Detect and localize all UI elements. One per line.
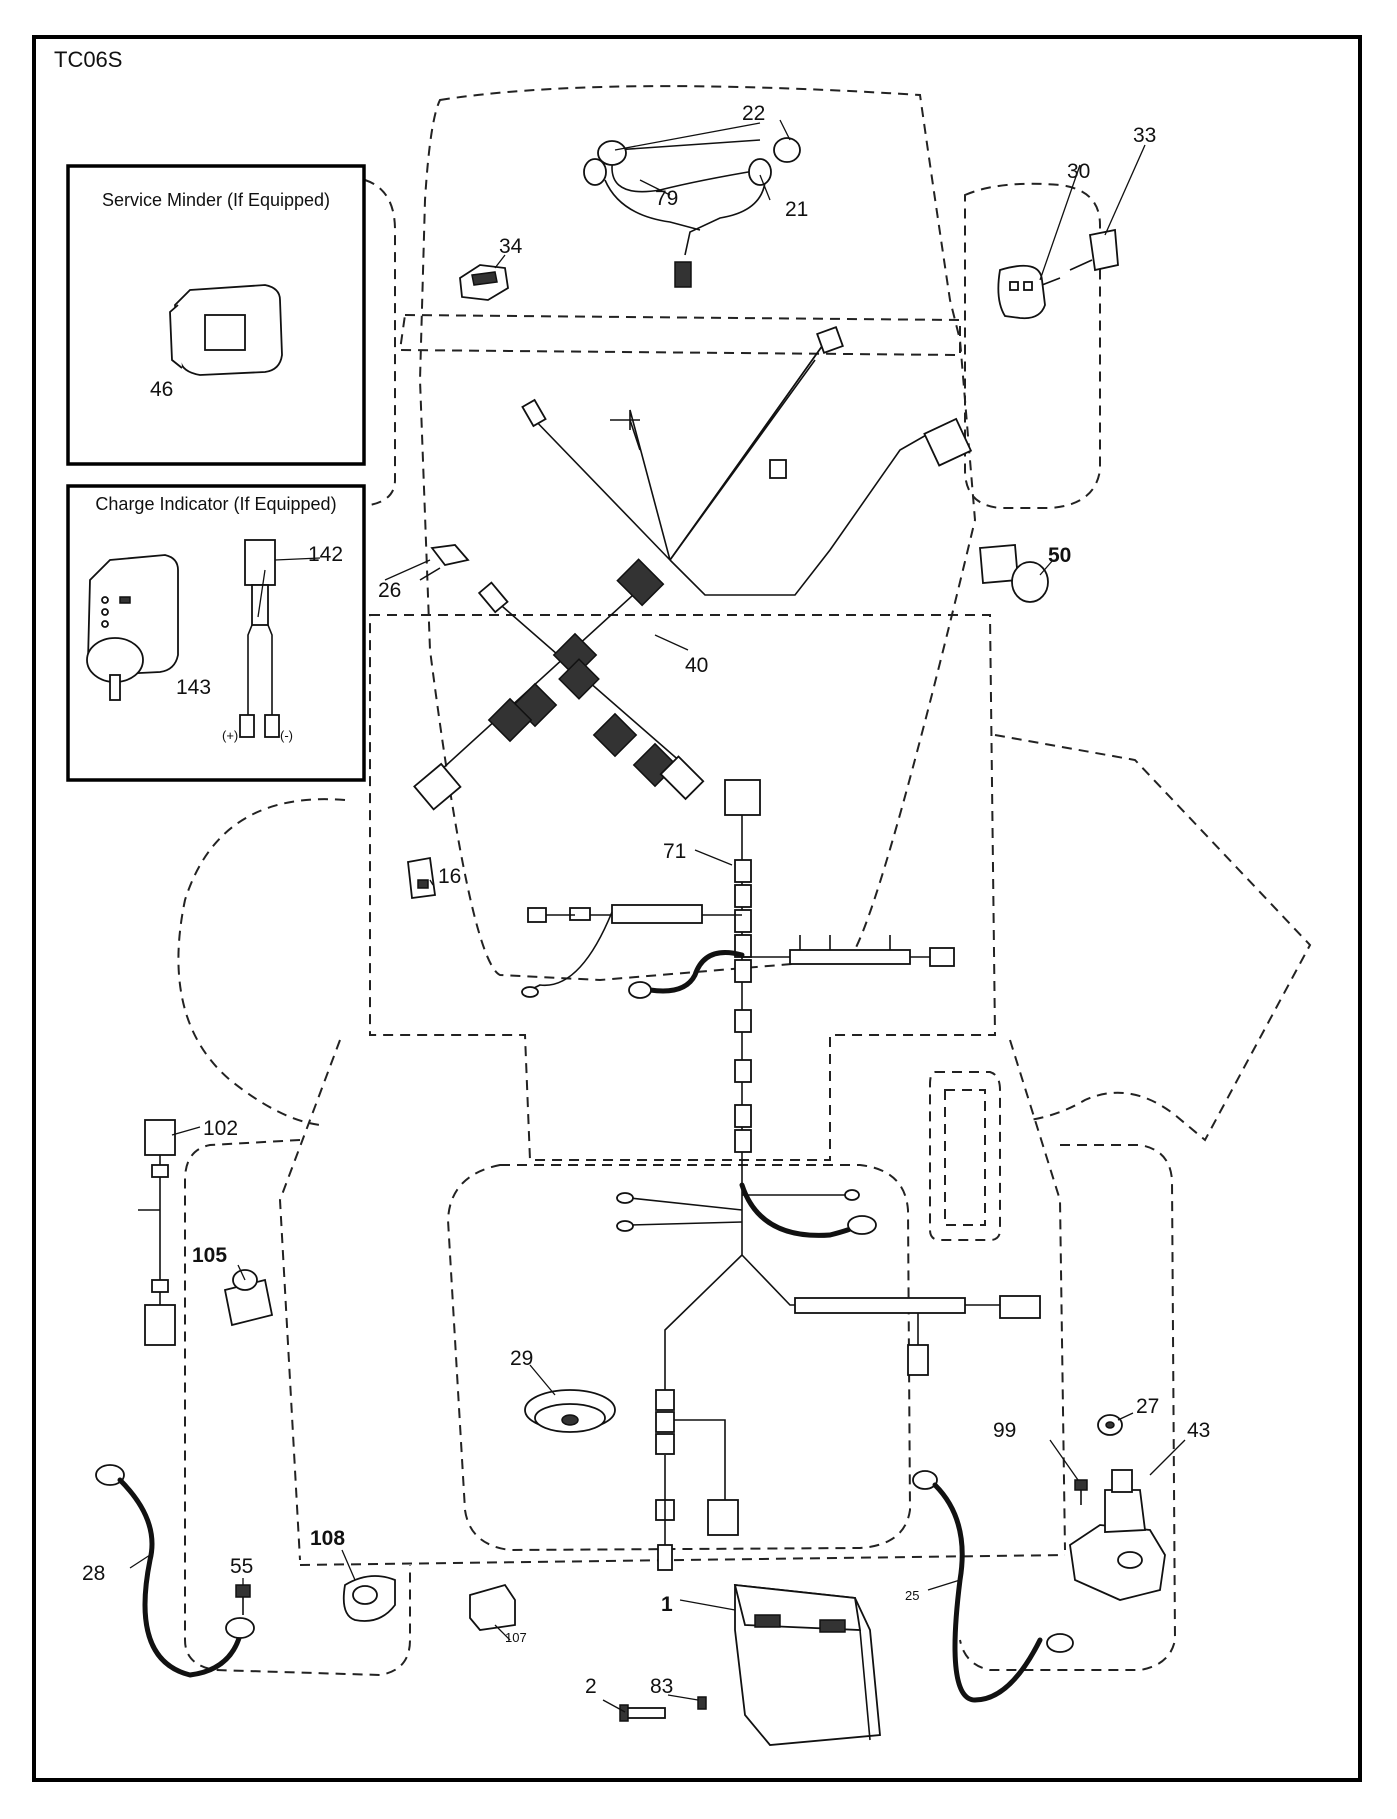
part-label-21: 21 bbox=[785, 198, 808, 221]
part-label-107: 107 bbox=[505, 1630, 527, 1645]
part-label-1: 1 bbox=[661, 1593, 673, 1616]
part-label-28: 28 bbox=[82, 1562, 105, 1585]
part-label-34: 34 bbox=[499, 235, 523, 258]
battery-cable-25 bbox=[912, 1470, 1074, 1703]
part-label-29: 29 bbox=[510, 1347, 533, 1370]
part-label-2: 2 bbox=[585, 1675, 597, 1698]
part-labels: 1 2 16 21 22 25 26 27 28 29 30 33 34 40 … bbox=[82, 102, 1210, 1698]
part-label-71: 71 bbox=[663, 840, 686, 863]
harness-71-segments bbox=[734, 859, 752, 1153]
part-label-143: 143 bbox=[176, 676, 211, 699]
positive-terminal-label: (+) bbox=[222, 728, 238, 743]
right-rear-pod bbox=[959, 1144, 1177, 1671]
screw-55 bbox=[235, 1584, 251, 1615]
battery-cable-28 bbox=[95, 1464, 255, 1678]
solenoid-43 bbox=[1069, 1469, 1166, 1601]
part-label-27: 27 bbox=[1136, 1395, 1159, 1418]
nut-27 bbox=[1097, 1414, 1123, 1436]
part-label-25: 25 bbox=[905, 1588, 919, 1603]
relay-harness-102 bbox=[138, 1119, 176, 1346]
part-label-108: 108 bbox=[310, 1527, 345, 1550]
light-switch-34 bbox=[459, 264, 509, 301]
solenoid-105 bbox=[223, 1269, 274, 1327]
leader-lines bbox=[129, 119, 1186, 1713]
battery-1 bbox=[733, 1583, 881, 1746]
ignition-switch-30 bbox=[997, 264, 1061, 320]
pto-clutch-29 bbox=[524, 1389, 616, 1433]
part-label-50: 50 bbox=[1048, 544, 1071, 567]
main-harness-40 bbox=[413, 326, 973, 811]
service-minder-inset: Service Minder (If Equipped) bbox=[66, 164, 366, 466]
diagram-code: TC06S bbox=[54, 47, 122, 72]
charge-harness: (+) (-) bbox=[222, 539, 293, 743]
pto-switch-50 bbox=[979, 544, 1049, 603]
part-label-46: 46 bbox=[150, 378, 173, 401]
charge-gauge bbox=[86, 554, 179, 701]
starter-relay-108 bbox=[342, 1575, 396, 1622]
part-label-26: 26 bbox=[378, 579, 401, 602]
part-label-43: 43 bbox=[1187, 1419, 1210, 1442]
hood-outline bbox=[418, 85, 977, 982]
rear-left-rail bbox=[278, 1039, 341, 1561]
part-label-79: 79 bbox=[655, 187, 678, 210]
part-label-55: 55 bbox=[230, 1555, 253, 1578]
part-label-102: 102 bbox=[203, 1117, 238, 1140]
part-label-40: 40 bbox=[685, 654, 708, 677]
part-label-142: 142 bbox=[308, 543, 343, 566]
part-label-105: 105 bbox=[192, 1244, 227, 1267]
module-107 bbox=[469, 1583, 516, 1631]
chassis-outlines bbox=[177, 85, 1312, 1677]
headlight-harness bbox=[583, 137, 801, 288]
rear-lower-band bbox=[299, 1554, 1066, 1566]
engine-harness bbox=[616, 1182, 1041, 1571]
platform-outline bbox=[369, 614, 997, 1161]
charge-indicator-title: Charge Indicator (If Equipped) bbox=[95, 494, 336, 514]
dash-band-outline bbox=[398, 313, 961, 357]
key-switch-pod-outline bbox=[964, 182, 1101, 509]
part-label-22: 22 bbox=[742, 102, 765, 125]
bolt-99 bbox=[1074, 1479, 1088, 1505]
bracket-inner-outline bbox=[944, 1089, 986, 1226]
fuse-holder-26 bbox=[419, 544, 470, 581]
right-fender-outline bbox=[994, 734, 1312, 1142]
left-pod-outline bbox=[364, 179, 396, 506]
ignition-key-33 bbox=[1069, 228, 1119, 272]
left-rear-pod bbox=[184, 1139, 411, 1677]
part-label-33: 33 bbox=[1133, 124, 1156, 147]
negative-terminal-label: (-) bbox=[280, 728, 293, 743]
seat-switch-16 bbox=[407, 856, 437, 900]
diagram-border bbox=[32, 35, 1362, 1782]
engine-compartment-outline bbox=[446, 1164, 912, 1552]
bracket-outline bbox=[929, 1071, 1001, 1241]
part-label-99: 99 bbox=[993, 1419, 1016, 1442]
service-minder-module bbox=[169, 284, 283, 376]
charge-indicator-inset: Charge Indicator (If Equipped) (+) (-) bbox=[66, 484, 366, 782]
harness-71 bbox=[521, 779, 955, 1185]
harness-tape-wraps bbox=[487, 558, 678, 788]
rear-right-rail bbox=[1009, 1039, 1066, 1551]
part-label-83: 83 bbox=[650, 1675, 673, 1698]
nut-83 bbox=[697, 1696, 707, 1710]
service-minder-title: Service Minder (If Equipped) bbox=[102, 190, 330, 210]
bolt-2 bbox=[619, 1704, 666, 1722]
part-label-16: 16 bbox=[438, 865, 461, 888]
left-wheel-outline bbox=[177, 798, 346, 1126]
part-label-30: 30 bbox=[1067, 160, 1090, 183]
